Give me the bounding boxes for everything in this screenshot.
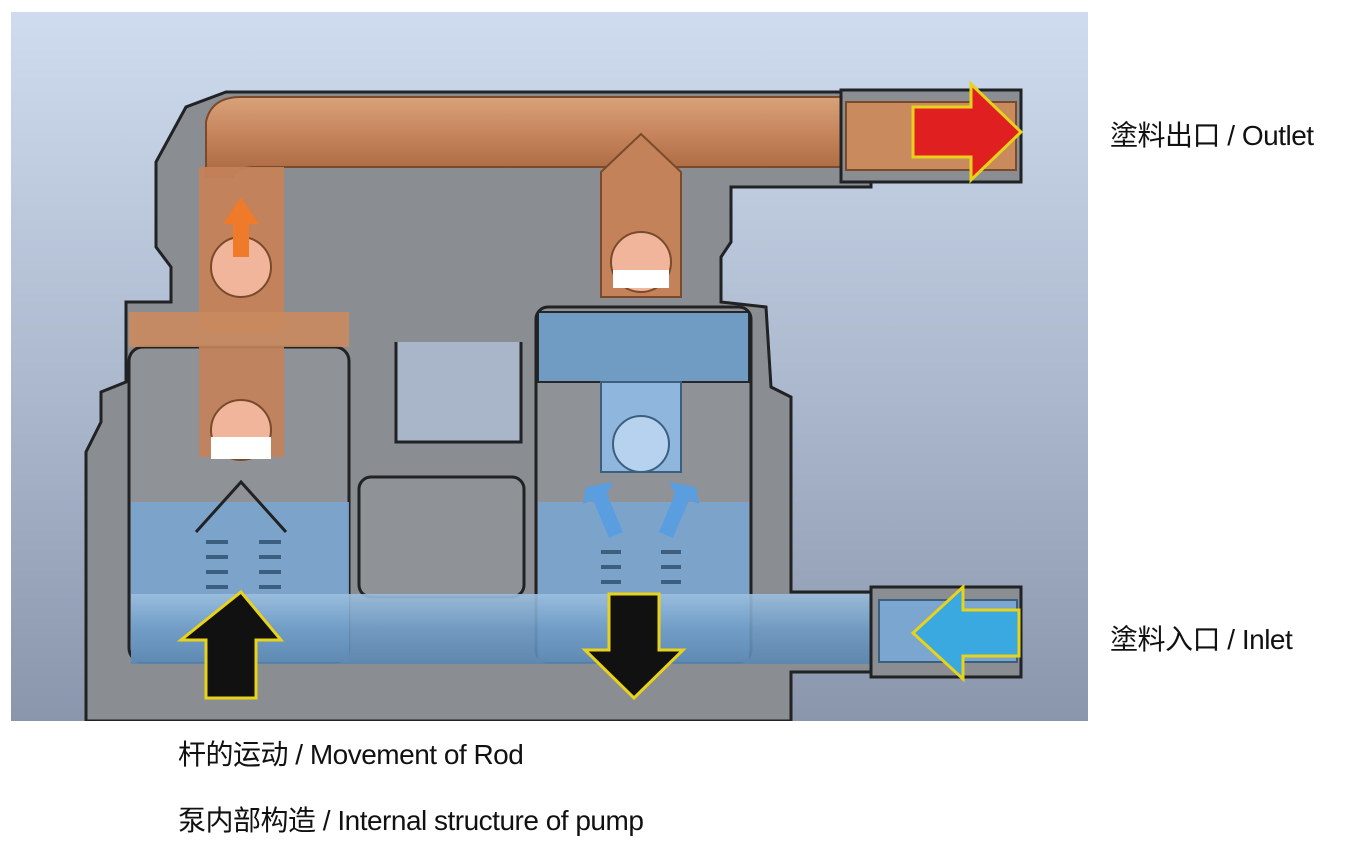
inlet-label: 塗料入口 / Inlet <box>1110 624 1293 655</box>
rod-arrow-down-icon <box>581 592 687 701</box>
small-blue-arrow-right-icon <box>659 482 699 538</box>
springs <box>206 540 681 589</box>
rod-arrow-up-icon <box>176 589 285 700</box>
outlet-pipe <box>205 96 872 178</box>
outlet-label: 塗料出口 / Outlet <box>1110 120 1314 151</box>
small-blue-arrow-left-icon <box>583 482 623 538</box>
pump-diagram <box>11 12 1088 721</box>
outlet-arrow-icon <box>911 80 1024 184</box>
inlet-arrow-icon <box>910 583 1021 683</box>
left-outlet-valve <box>129 167 349 461</box>
small-orange-arrow-up-icon <box>223 197 259 257</box>
rod-movement-label: 杆的运动 / Movement of Rod <box>178 739 524 770</box>
internal-structure-label: 泵内部构造 / Internal structure of pump <box>178 805 644 836</box>
right-outlet-valve <box>600 132 682 298</box>
right-paint-blue <box>537 311 750 383</box>
